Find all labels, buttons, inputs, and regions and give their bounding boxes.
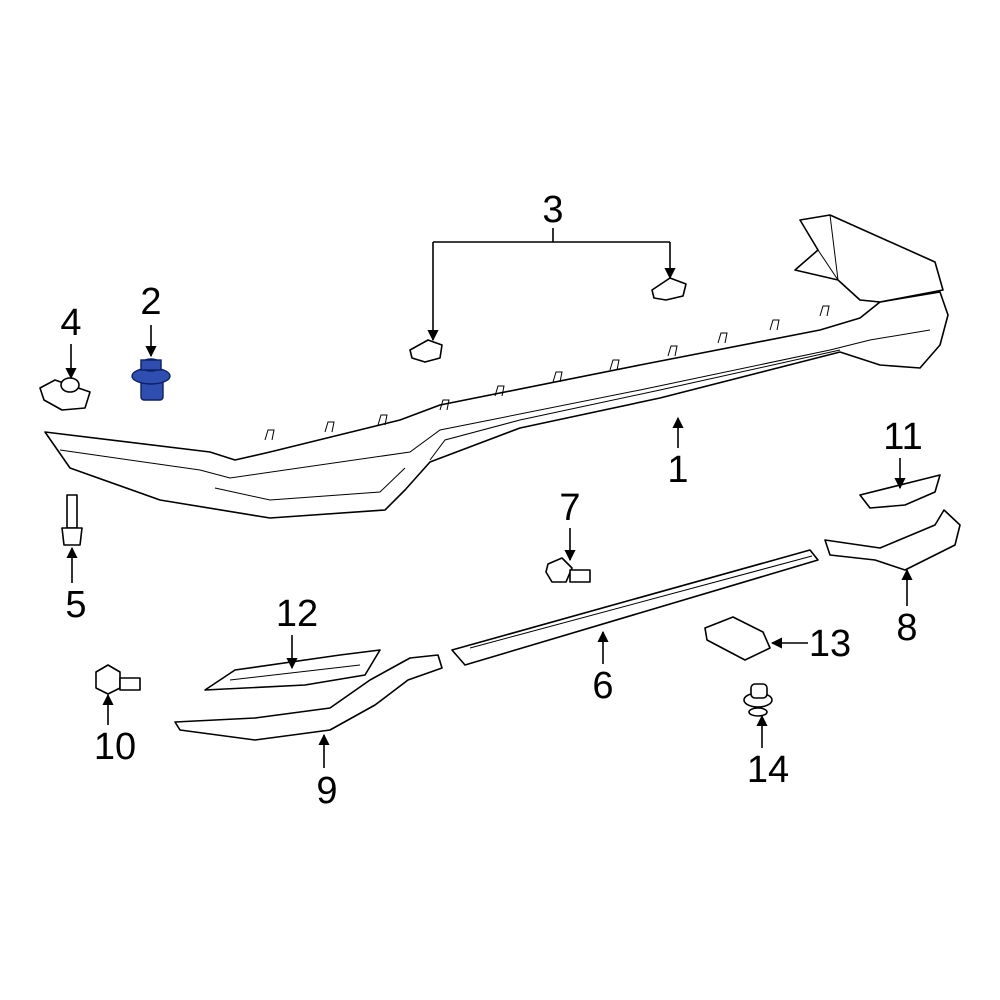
callout-12: 12	[275, 593, 319, 635]
part-4-nut-clip[interactable]	[39, 377, 91, 411]
callout-7: 7	[559, 487, 581, 529]
part-9-lower-molding[interactable]	[174, 654, 443, 741]
callout-4: 4	[60, 302, 82, 344]
part-13-sensor-module[interactable]	[704, 616, 771, 661]
part-14-clip[interactable]	[743, 683, 773, 717]
leader-lines	[65, 228, 913, 768]
part-5-bolt[interactable]	[61, 494, 83, 546]
callout-5: 5	[65, 584, 87, 626]
part-3-clip-left[interactable]	[409, 339, 443, 363]
part-12-reflector[interactable]	[204, 649, 381, 691]
part-2-push-clip[interactable]	[131, 358, 171, 401]
part-3-clip-right[interactable]	[651, 277, 687, 301]
callout-9: 9	[316, 770, 338, 812]
callout-2: 2	[140, 281, 162, 323]
part-7-bolt[interactable]	[545, 557, 591, 583]
part-10-bolt[interactable]	[95, 664, 141, 695]
callout-1: 1	[667, 449, 689, 491]
part-1-bumper-valance[interactable]	[44, 214, 949, 519]
part-6-molding-strip[interactable]	[451, 549, 819, 666]
callout-6: 6	[592, 665, 614, 707]
part-8-bracket[interactable]	[824, 509, 961, 571]
callout-13: 13	[808, 623, 852, 665]
callout-8: 8	[896, 607, 918, 649]
callout-10: 10	[93, 726, 137, 768]
callout-3: 3	[542, 189, 564, 231]
part-11-reflector[interactable]	[859, 474, 941, 509]
callout-14: 14	[746, 749, 790, 791]
callout-11: 11	[883, 416, 923, 458]
